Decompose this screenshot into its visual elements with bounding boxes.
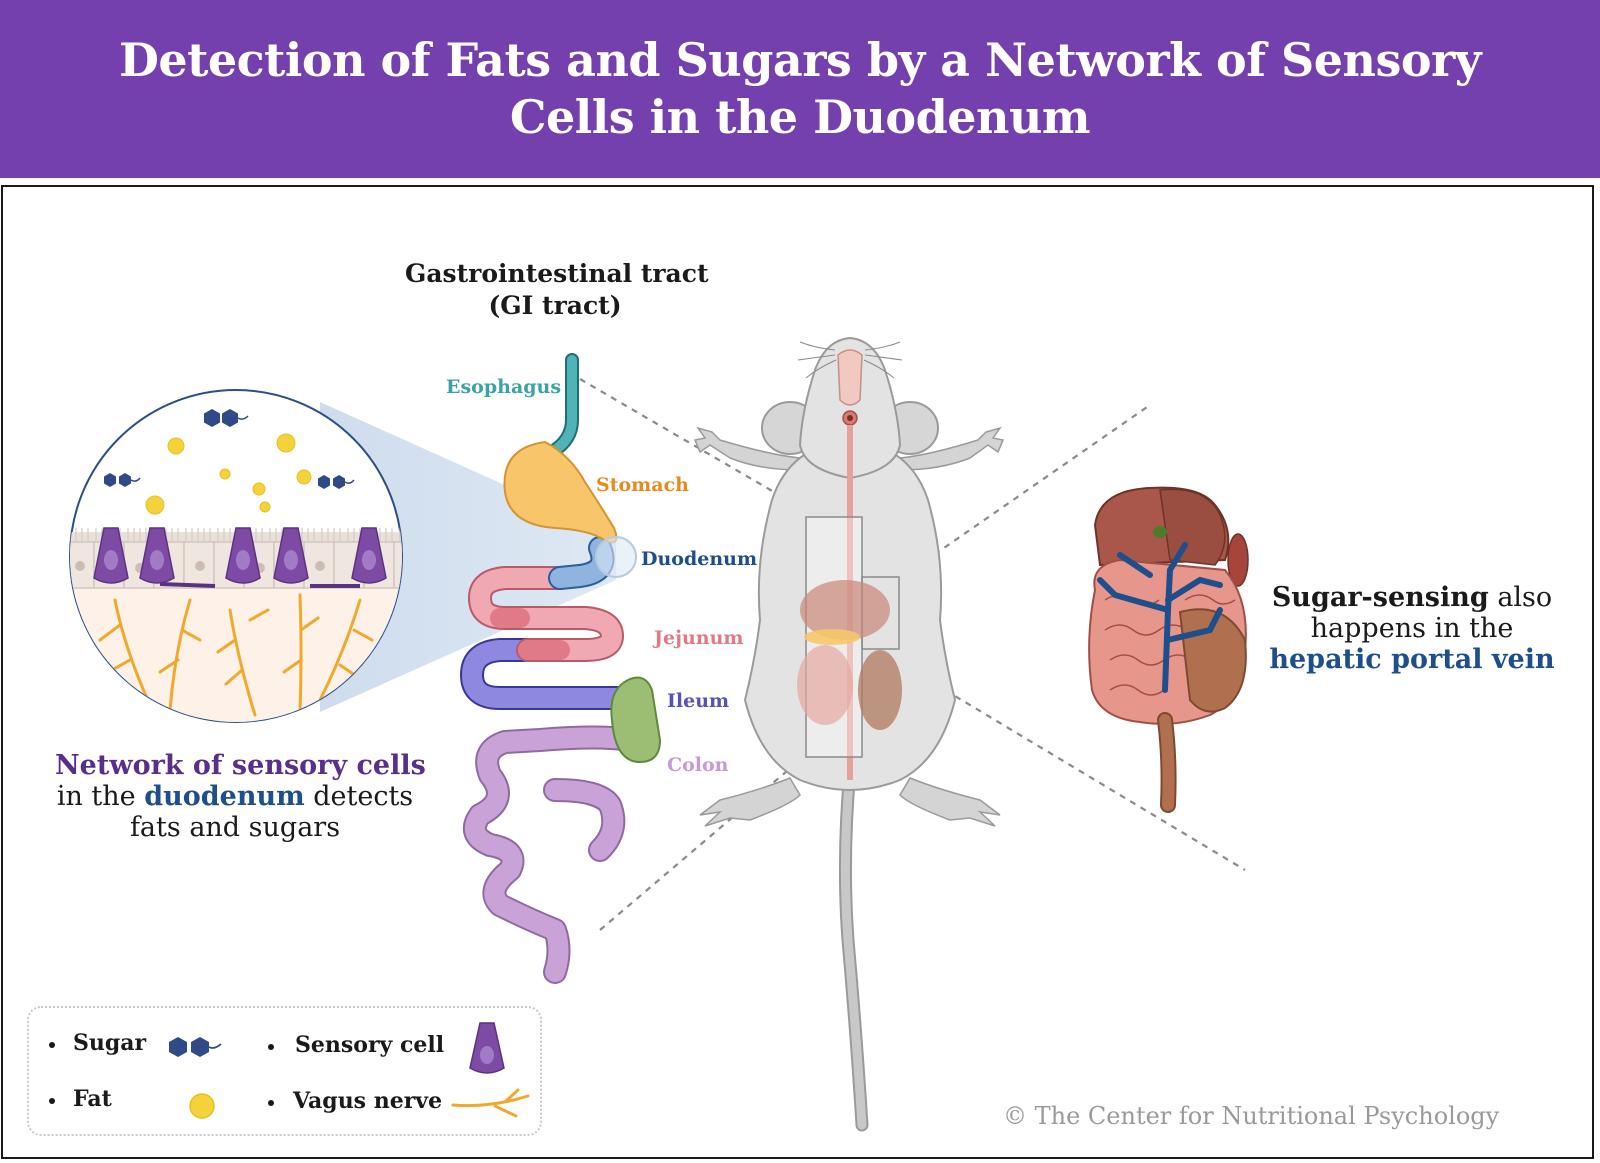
caption-highlight-sugar-sensing: Sugar-sensing <box>1271 582 1489 613</box>
legend-sugar-icon <box>169 1037 222 1057</box>
mouse-hind-foot-right <box>899 777 1001 827</box>
gi-tract-title-line-2: (GI tract) <box>488 291 622 320</box>
jejunum-label: Jejunum <box>654 627 744 649</box>
mouse-forelimb-right <box>899 426 1005 471</box>
caption-highlight-network: Network of sensory cells <box>55 750 426 781</box>
legend-artwork <box>49 1022 530 1119</box>
title-line-1: Detection of Fats and Sugars by a Networ… <box>119 33 1482 87</box>
fat-icon <box>219 468 231 480</box>
mouse-hind-foot-left <box>699 777 801 827</box>
fat-icon <box>296 469 312 485</box>
duodenum-label: Duodenum <box>641 548 758 570</box>
fat-icon <box>259 501 271 513</box>
caption-highlight-duodenum: duodenum <box>144 781 305 812</box>
esophagus-label: Esophagus <box>446 376 562 398</box>
copyright-credit: © The Center for Nutritional Psychology <box>1003 1102 1500 1130</box>
magnification-cone <box>320 402 616 712</box>
ileum-label: Ileum <box>667 690 730 712</box>
legend-sugar-label: Sugar <box>73 1030 147 1056</box>
mouse-illustration <box>693 336 1005 1132</box>
fat-icon <box>145 495 165 515</box>
mouse-forelimb-left <box>693 426 801 471</box>
legend-sensory-cell-icon <box>469 1022 505 1074</box>
hepatic-portal-vein-icon <box>1097 542 1223 693</box>
gi-tract-title: Gastrointestinal tract (GI tract) <box>405 258 709 322</box>
fat-droplets <box>145 433 312 515</box>
portal-vein-caption: Sugar-sensing also happens in the hepati… <box>1262 582 1562 675</box>
sensory-network-caption: Network of sensory cells in the duodenum… <box>55 750 426 843</box>
sugar-icon <box>204 409 249 427</box>
title-line-2: Cells in the Duodenum <box>509 90 1091 144</box>
legend-fat-icon <box>189 1093 215 1119</box>
stomach-illustration <box>503 440 618 544</box>
legend-fat-label: Fat <box>73 1086 112 1112</box>
sugar-molecules <box>104 409 355 489</box>
caption-text: fats and sugars <box>129 812 341 843</box>
fat-icon <box>276 433 296 453</box>
vagus-nerve-fibers <box>98 593 374 717</box>
digestive-organs-illustration <box>1088 486 1249 813</box>
stomach-label: Stomach <box>596 474 689 496</box>
title-banner: Detection of Fats and Sugars by a Networ… <box>0 0 1600 178</box>
caption-text: in the <box>56 781 145 812</box>
sugar-icon <box>104 473 141 487</box>
caption-highlight-portal-vein: hepatic portal vein <box>1269 644 1555 675</box>
magnified-duodenum-circle <box>69 389 403 723</box>
diagram-frame <box>1 185 1594 1159</box>
sugar-icon <box>318 475 355 489</box>
fat-icon <box>167 437 185 455</box>
duodenum-magnifier <box>595 536 637 578</box>
legend-vagus-nerve-icon <box>451 1088 530 1118</box>
legend <box>27 1006 542 1136</box>
caption-text: detects <box>304 781 414 812</box>
fat-icon <box>252 482 266 496</box>
legend-vagus-nerve-label: Vagus nerve <box>293 1088 443 1114</box>
legend-sensory-cell-label: Sensory cell <box>295 1032 445 1058</box>
cecum-illustration <box>610 676 662 764</box>
gi-tract-title-line-1: Gastrointestinal tract <box>405 259 709 288</box>
caption-text: also <box>1488 582 1553 613</box>
colon-label: Colon <box>667 754 729 776</box>
caption-text: happens in the <box>1310 613 1514 644</box>
